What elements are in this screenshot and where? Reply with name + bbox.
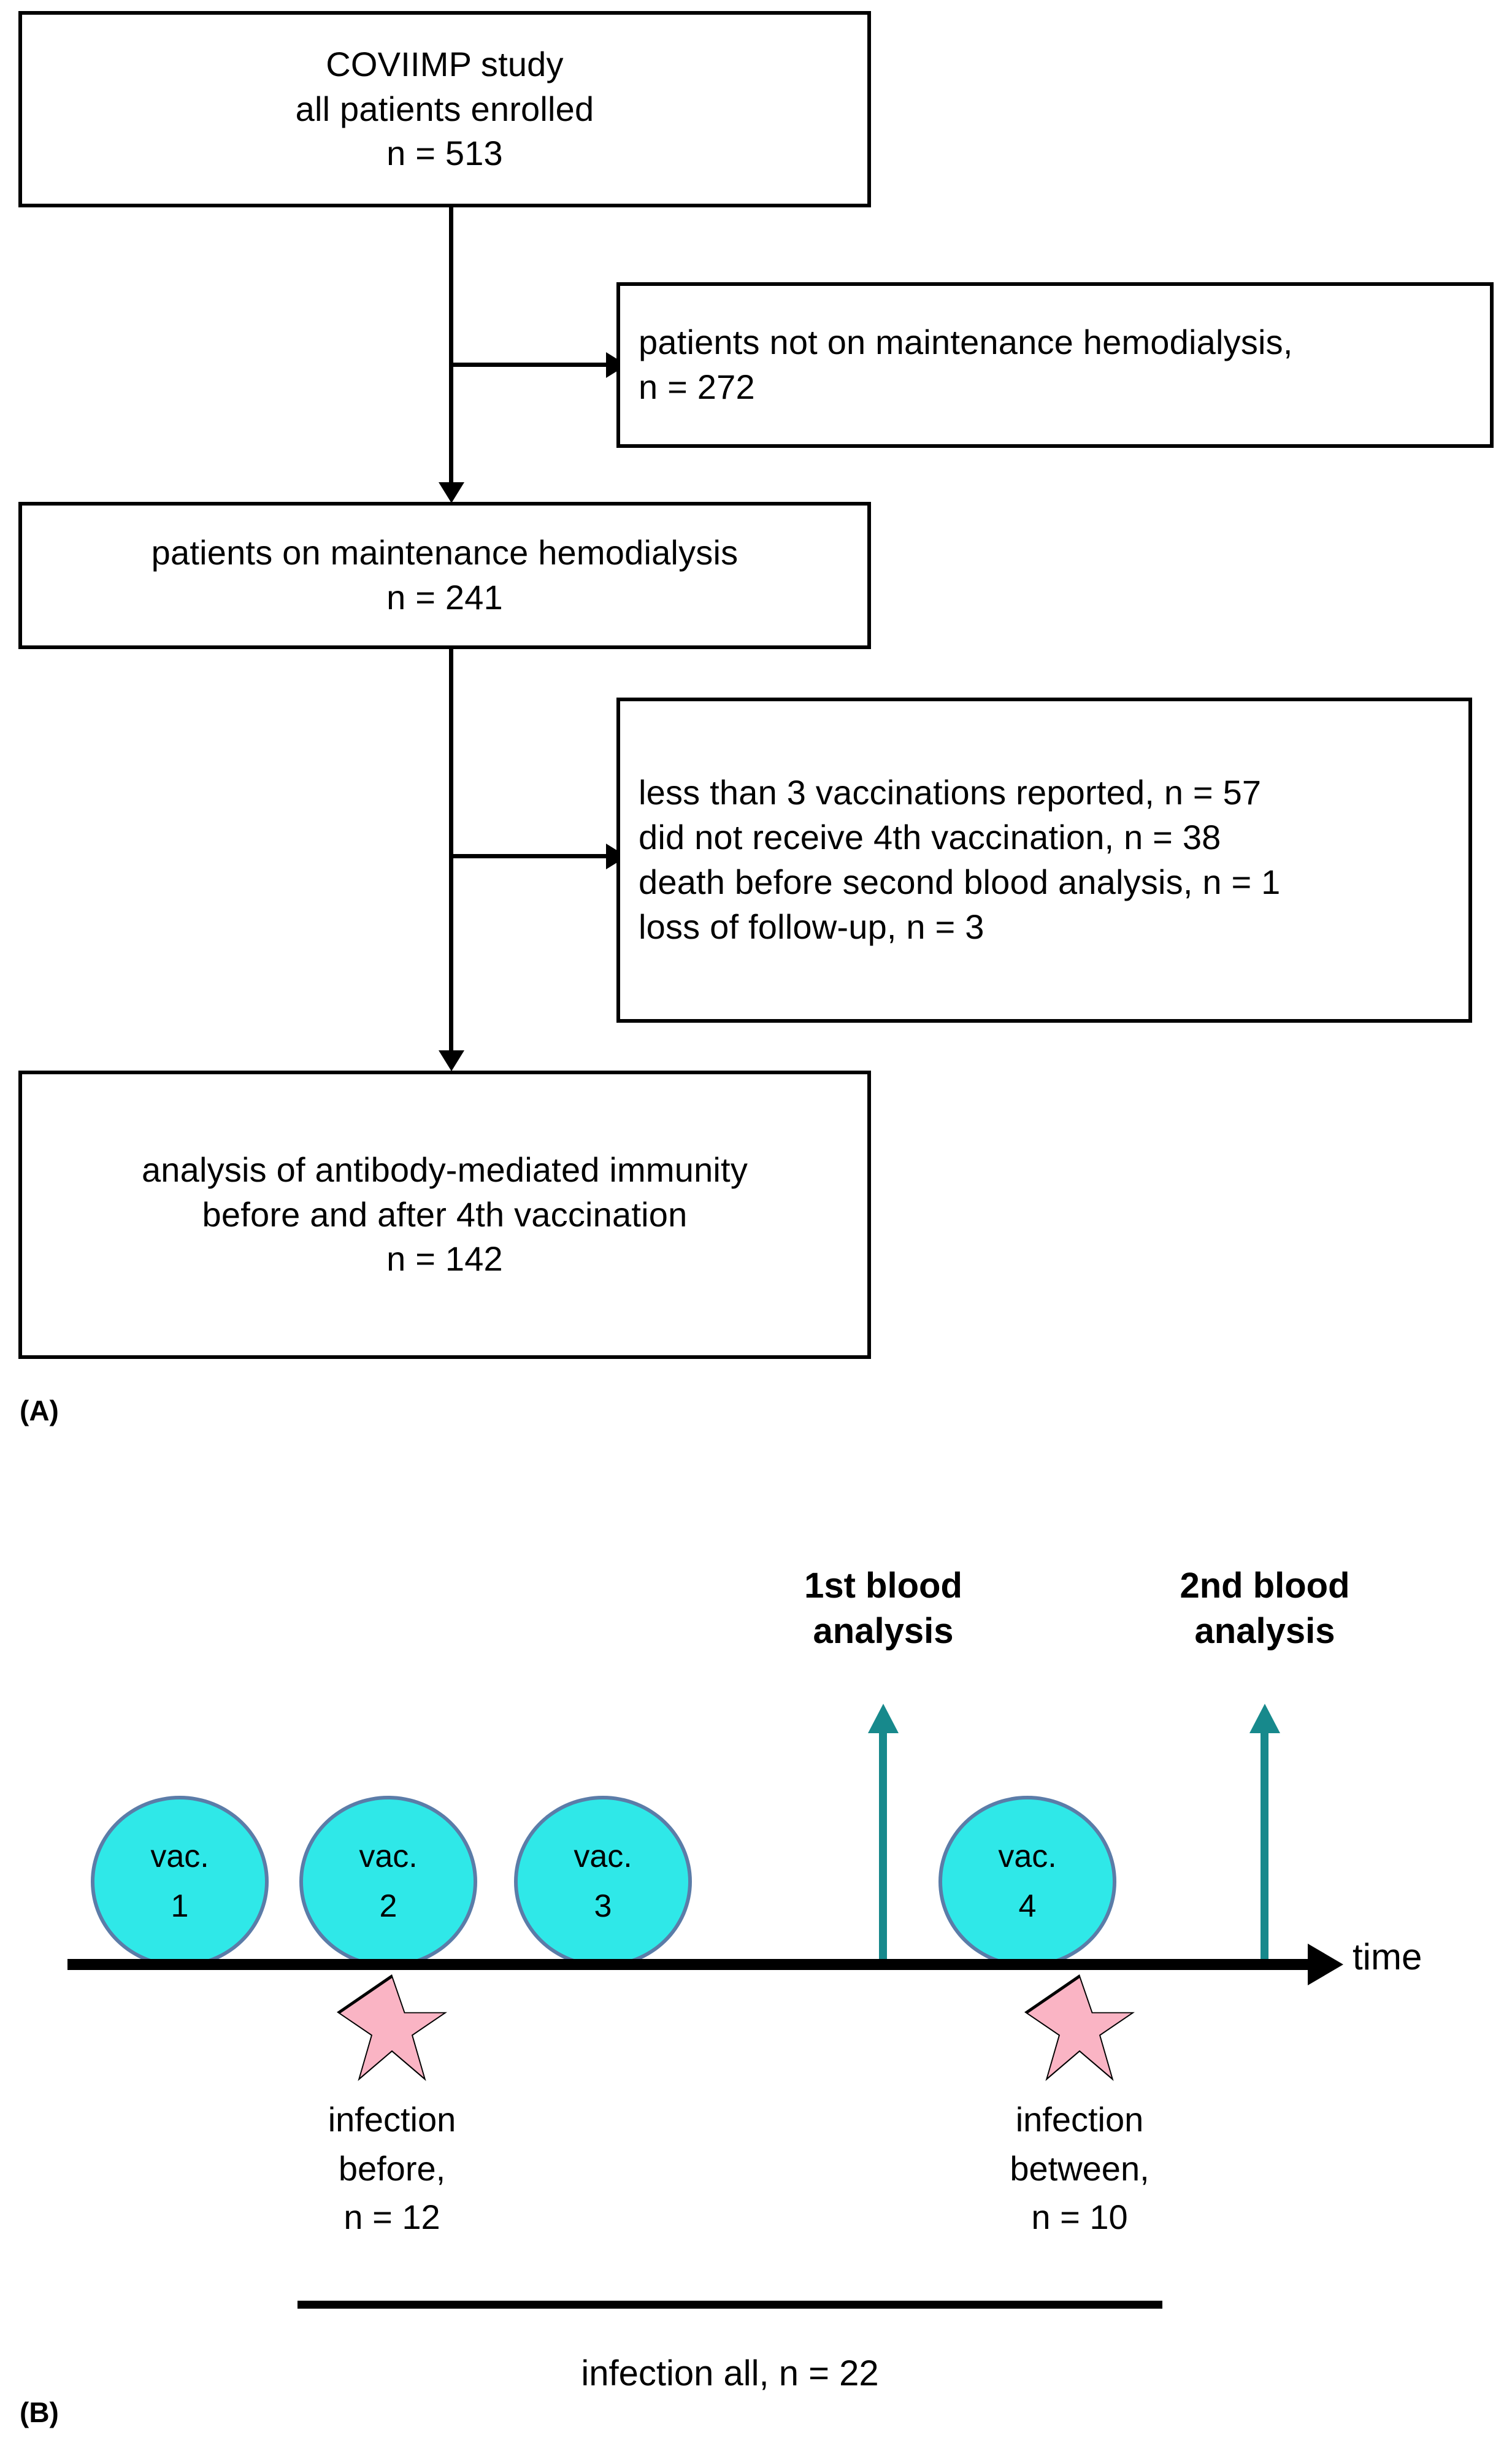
blood-analysis-label-2-line-1: 2nd blood <box>1180 1566 1350 1606</box>
flow-box-analysis: analysis of antibody-mediated immunity b… <box>18 1071 871 1359</box>
vaccination-ellipse-4: vac. 4 <box>938 1796 1116 1968</box>
flow-box-exclusions-line-4: loss of follow-up, n = 3 <box>639 907 984 946</box>
timeline-axis-arrow-head <box>1308 1944 1343 1985</box>
vaccination-ellipse-2-number: 2 <box>379 1888 397 1924</box>
infection-label-before-line-2: before, <box>338 2149 446 2188</box>
flow-box-exclusions-line-3: death before second blood analysis, n = … <box>639 863 1281 901</box>
infection-label-before-line-3: n = 12 <box>343 2198 440 2237</box>
vaccination-ellipse-1-number: 1 <box>171 1888 189 1924</box>
blood-analysis-arrow-head-2 <box>1249 1704 1280 1733</box>
infection-label-before-line-1: infection <box>328 2100 456 2139</box>
arrow-head-to-on-hd <box>439 482 464 503</box>
vaccination-ellipse-3-number: 3 <box>594 1888 612 1924</box>
flow-box-enrolled-line-2: all patients enrolled <box>295 89 594 128</box>
connector-branch-not-on-hd <box>449 363 615 367</box>
flow-box-not-on-hd: patients not on maintenance hemodialysis… <box>616 282 1494 448</box>
flow-box-not-on-hd-line-1: patients not on maintenance hemodialysis… <box>639 323 1293 362</box>
vaccination-ellipse-3: vac. 3 <box>514 1796 692 1968</box>
connector-enrolled-to-on-hd <box>449 207 453 491</box>
infection-star-2-icon <box>1028 1978 1131 2077</box>
blood-analysis-label-2: 2nd blood analysis <box>1111 1563 1418 1654</box>
blood-analysis-arrow-shaft-1 <box>879 1732 887 1968</box>
vaccination-ellipse-1-title: vac. <box>150 1839 209 1875</box>
blood-analysis-label-1-line-1: 1st blood <box>804 1566 962 1606</box>
flow-box-analysis-line-2: before and after 4th vaccination <box>202 1195 688 1234</box>
vaccination-ellipse-4-number: 4 <box>1018 1888 1037 1924</box>
infection-all-label: infection all, n = 22 <box>581 2353 879 2393</box>
blood-analysis-label-1: 1st blood analysis <box>730 1563 1037 1654</box>
vaccination-ellipse-2-title: vac. <box>359 1839 418 1875</box>
vaccination-ellipse-4-title: vac. <box>998 1839 1057 1875</box>
infection-label-between: infection between, n = 10 <box>926 2095 1233 2242</box>
blood-analysis-label-2-line-2: analysis <box>1194 1611 1335 1652</box>
flow-box-exclusions: less than 3 vaccinations reported, n = 5… <box>616 698 1472 1023</box>
blood-analysis-label-1-line-2: analysis <box>813 1611 954 1652</box>
blood-analysis-arrow-shaft-2 <box>1261 1732 1268 1968</box>
flow-box-enrolled: COVIIMP study all patients enrolled n = … <box>18 11 871 207</box>
infection-all-bracket <box>297 2301 1162 2309</box>
flow-box-enrolled-line-3: n = 513 <box>386 134 503 173</box>
vaccination-ellipse-3-title: vac. <box>574 1839 632 1875</box>
blood-analysis-arrow-head-1 <box>868 1704 899 1733</box>
timeline-axis-label: time <box>1353 1936 1422 1977</box>
infection-label-between-line-2: between, <box>1010 2149 1149 2188</box>
flow-box-on-hd-line-1: patients on maintenance hemodialysis <box>151 533 739 572</box>
flow-box-on-hd: patients on maintenance hemodialysis n =… <box>18 502 871 649</box>
infection-label-before: infection before, n = 12 <box>239 2095 545 2242</box>
infection-label-between-line-3: n = 10 <box>1031 2198 1128 2237</box>
flow-box-analysis-line-1: analysis of antibody-mediated immunity <box>141 1150 748 1189</box>
panel-label-a: (A) <box>20 1395 59 1426</box>
infection-label-between-line-1: infection <box>1015 2100 1144 2139</box>
connector-branch-exclusions <box>449 854 615 858</box>
flow-box-enrolled-line-1: COVIIMP study <box>326 44 564 83</box>
infection-star-1-icon <box>340 1978 443 2077</box>
arrow-head-to-analysis <box>439 1050 464 1071</box>
vaccination-ellipse-2: vac. 2 <box>299 1796 477 1968</box>
flow-box-not-on-hd-line-2: n = 272 <box>639 367 755 406</box>
flow-box-on-hd-line-2: n = 241 <box>386 578 503 617</box>
timeline-axis <box>67 1959 1313 1970</box>
flow-box-exclusions-line-2: did not receive 4th vaccination, n = 38 <box>639 818 1221 857</box>
vaccination-ellipse-1: vac. 1 <box>91 1796 269 1968</box>
flow-box-exclusions-line-1: less than 3 vaccinations reported, n = 5… <box>639 773 1262 812</box>
flow-box-analysis-line-3: n = 142 <box>386 1239 503 1279</box>
panel-label-b: (B) <box>20 2396 59 2428</box>
